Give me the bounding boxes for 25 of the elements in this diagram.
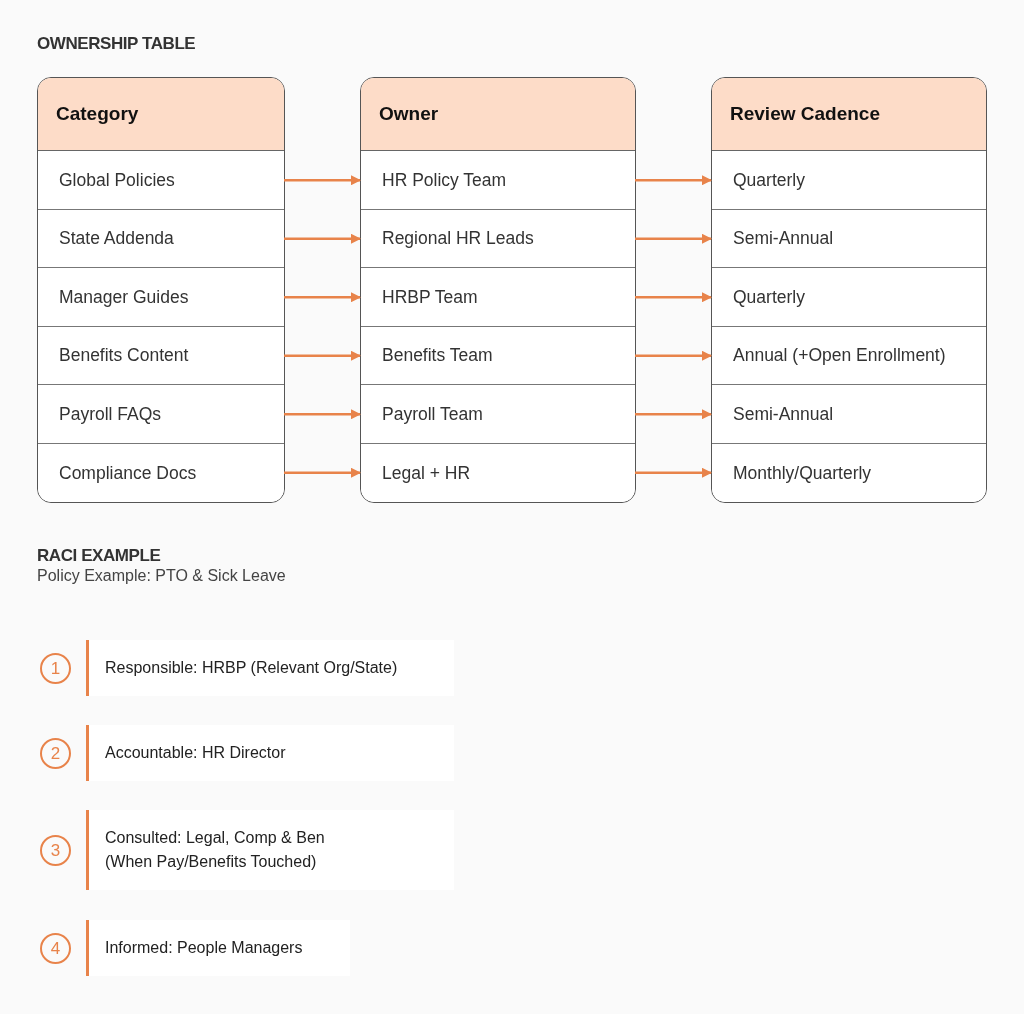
arrow: [284, 292, 361, 303]
arrow: [284, 409, 361, 420]
arrow: [284, 350, 361, 361]
column-header: Owner: [361, 78, 635, 151]
arrow: [635, 467, 712, 478]
arrow: [284, 467, 361, 478]
section-heading: OWNERSHIP TABLE: [37, 33, 196, 55]
table-column: [711, 77, 987, 503]
arrow: [284, 175, 361, 186]
arrow: [284, 233, 361, 244]
policy-subtitle: Policy Example: PTO & Sick Leave: [37, 566, 286, 586]
arrow: [635, 409, 712, 420]
column-header: Category: [38, 78, 284, 151]
raci-item: Accountable: HR Director: [86, 725, 454, 781]
arrow: [635, 233, 712, 244]
arrow: [635, 175, 712, 186]
raci-item: Consulted: Legal, Comp & Ben (When Pay/Benefits Touched): [86, 810, 454, 890]
arrow: [635, 350, 712, 361]
raci-item: Informed: People Managers: [86, 920, 350, 976]
table-column: [37, 77, 285, 503]
section-heading: RACI EXAMPLE: [37, 545, 161, 567]
column-header: Review Cadence: [712, 78, 986, 151]
table-column: [360, 77, 636, 503]
arrow: [635, 292, 712, 303]
raci-item: Responsible: HRBP (Relevant Org/State): [86, 640, 454, 696]
